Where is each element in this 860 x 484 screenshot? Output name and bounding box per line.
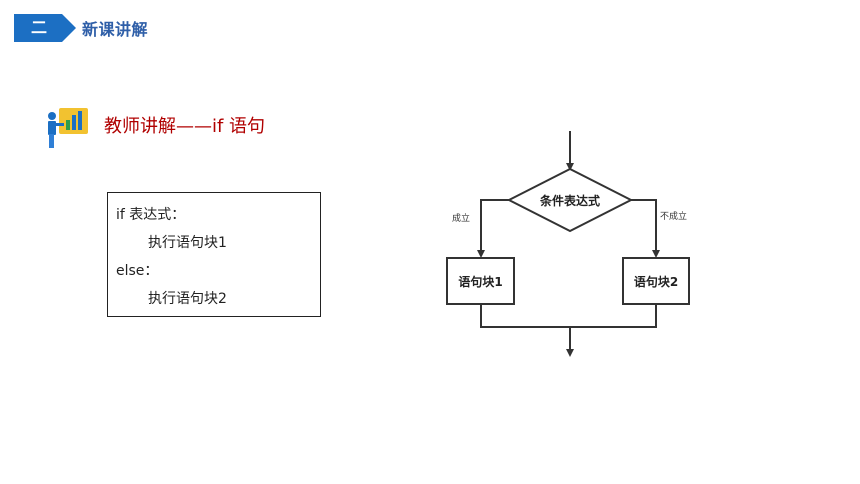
flowchart: 条件表达式 语句块1 语句块2 成立 不成立 [430,125,710,365]
block2-label: 语句块2 [633,275,679,289]
true-edge-label: 成立 [452,214,471,224]
block1-label: 语句块1 [458,275,503,289]
syntax-line-block2: 执行语句块2 [148,291,227,307]
false-edge-label: 不成立 [660,212,688,222]
syntax-line-else: else： [116,263,159,279]
lesson-title: 教师讲解——if 语句 [104,116,266,137]
syntax-line-block1: 执行语句块1 [148,235,227,251]
flowchart-diagram [446,131,690,357]
syntax-line-if: if 表达式： [116,207,186,223]
true-branch-line [477,199,509,258]
section-badge: 二 [14,14,76,42]
block2-box [622,257,690,305]
teacher-presenting-icon [44,106,90,150]
section-title: 新课讲解 [82,20,149,39]
false-branch-line [631,199,660,258]
condition-label: 条件表达式 [539,194,600,208]
syntax-box: if 表达式： 执行语句块1 else： 执行语句块2 [107,192,321,317]
section-header: 二 新课讲解 [14,14,148,42]
section-number: 二 [30,18,47,37]
arrow-badge-icon [14,14,76,42]
lesson-heading: 教师讲解——if 语句 [44,106,265,150]
